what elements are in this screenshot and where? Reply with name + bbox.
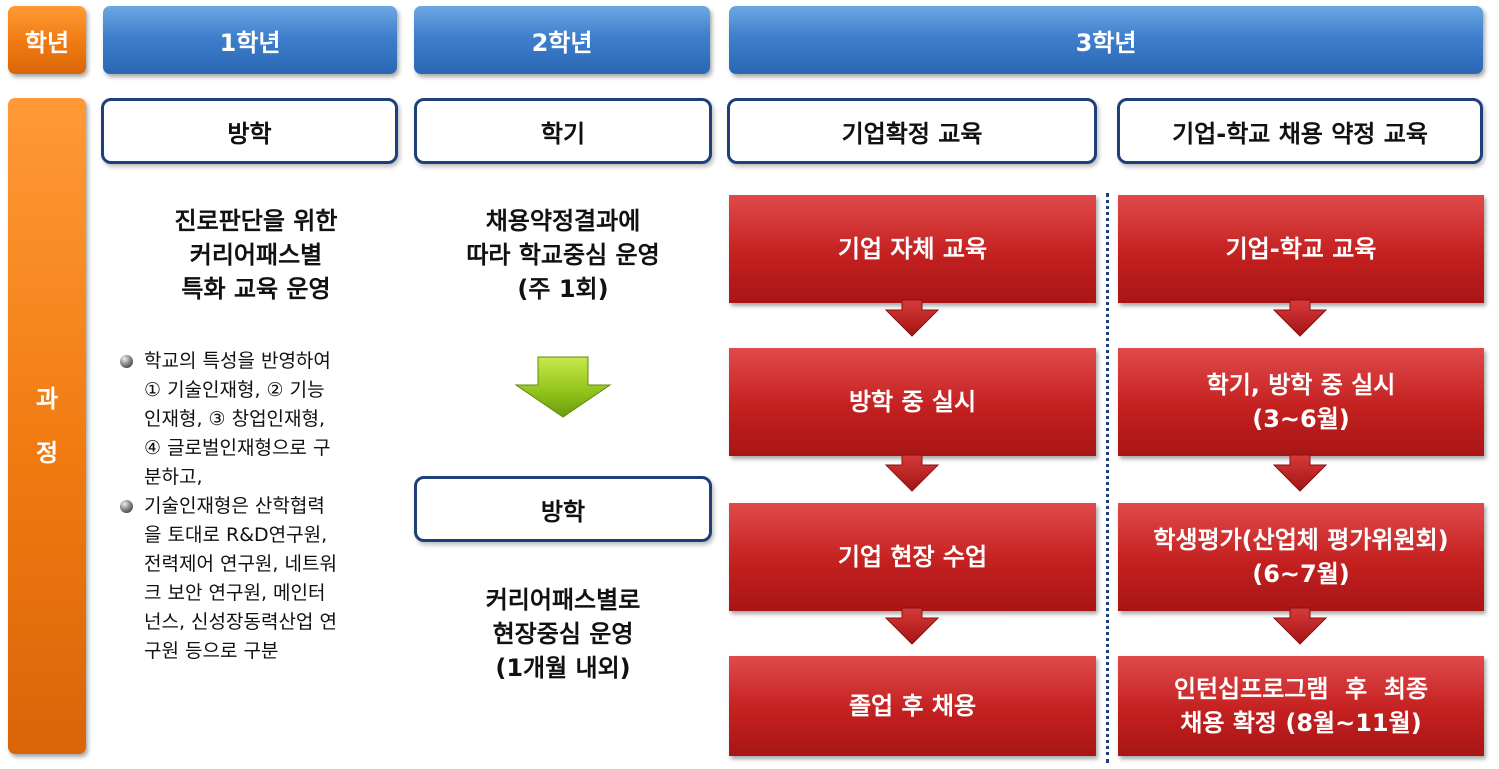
grade2-vacation-line: 커리어패스별로 bbox=[485, 586, 641, 614]
school-step-1: 기업-학교 교육 bbox=[1118, 195, 1484, 303]
grade1-bullet-list: 학교의 특성을 반영하여 ① 기술인재형, ② 기능 인재형, ③ 창업인재형,… bbox=[116, 347, 406, 666]
bullet-line: 전력제어 연구원, 네트워 bbox=[144, 553, 337, 575]
step-text: 인턴십프로그램 후 최종 bbox=[1173, 675, 1429, 703]
grade1-headline-line: 특화 교육 운영 bbox=[181, 275, 331, 303]
school-step-4: 인턴십프로그램 후 최종 채용 확정 (8월~11월) bbox=[1118, 656, 1484, 756]
step-text: 학기, 방학 중 실시 bbox=[1206, 371, 1396, 399]
step-text: 학생평가(산업체 평가위원회) bbox=[1153, 526, 1449, 554]
grade2-semester-line: 채용약정결과에 bbox=[485, 207, 641, 235]
bullet-line: 학교의 특성을 반영하여 bbox=[144, 350, 331, 372]
grade2-vacation-line: (1개월 내외) bbox=[495, 654, 631, 682]
school-step-2: 학기, 방학 중 실시 (3~6월) bbox=[1118, 348, 1484, 456]
bullet-line: 기술인재형은 산학협력 bbox=[144, 495, 325, 517]
bullet-item: 학교의 특성을 반영하여 ① 기술인재형, ② 기능 인재형, ③ 창업인재형,… bbox=[116, 347, 406, 492]
phase-semester-grade2: 학기 bbox=[414, 98, 712, 164]
step-text: (3~6월) bbox=[1252, 405, 1350, 433]
grade1-headline: 진로판단을 위한 커리어패스별 특화 교육 운영 bbox=[101, 204, 411, 306]
school-down-arrow-icon bbox=[1272, 299, 1328, 337]
step-text: 기업 자체 교육 bbox=[837, 235, 988, 263]
grade1-headline-line: 진로판단을 위한 bbox=[174, 207, 338, 235]
grade1-headline-line: 커리어패스별 bbox=[189, 241, 323, 269]
bullet-item: 기술인재형은 산학협력 을 토대로 R&D연구원, 전력제어 연구원, 네트워 … bbox=[116, 492, 406, 666]
process-label: 과 정 bbox=[8, 98, 86, 754]
phase-vacation-grade2: 방학 bbox=[414, 476, 712, 542]
phase-company-school: 기업-학교 채용 약정 교육 bbox=[1117, 98, 1483, 164]
bullet-line: ④ 글로벌인재형으로 구 bbox=[144, 437, 331, 459]
school-down-arrow-icon bbox=[1272, 607, 1328, 645]
bullet-line: 넌스, 신성장동력산업 연 bbox=[144, 611, 337, 633]
grade2-semester-line: (주 1회) bbox=[517, 275, 609, 303]
company-down-arrow-icon bbox=[884, 454, 940, 492]
company-step-4: 졸업 후 채용 bbox=[729, 656, 1096, 756]
company-step-2: 방학 중 실시 bbox=[729, 348, 1096, 456]
process-label-char-1: 과 bbox=[35, 385, 59, 413]
year-header-2: 2학년 bbox=[414, 6, 710, 74]
bullet-line: 구원 등으로 구분 bbox=[144, 640, 279, 662]
step-text: 채용 확정 (8월~11월) bbox=[1180, 709, 1422, 737]
company-step-1: 기업 자체 교육 bbox=[729, 195, 1096, 303]
grade2-vacation-text: 커리어패스별로 현장중심 운영 (1개월 내외) bbox=[414, 583, 712, 685]
column-divider bbox=[1106, 193, 1109, 763]
process-label-char-2: 정 bbox=[35, 439, 59, 467]
year-header-3: 3학년 bbox=[729, 6, 1483, 74]
bullet-dot-icon bbox=[120, 355, 133, 368]
school-step-3: 학생평가(산업체 평가위원회) (6~7월) bbox=[1118, 503, 1484, 611]
year-header-1: 1학년 bbox=[103, 6, 397, 74]
bullet-dot-icon bbox=[120, 500, 133, 513]
company-step-3: 기업 현장 수업 bbox=[729, 503, 1096, 611]
grade2-semester-text: 채용약정결과에 따라 학교중심 운영 (주 1회) bbox=[414, 204, 712, 306]
phase-company-confirmed: 기업확정 교육 bbox=[727, 98, 1097, 164]
grade2-vacation-line: 현장중심 운영 bbox=[492, 620, 634, 648]
bullet-line: 을 토대로 R&D연구원, bbox=[144, 524, 328, 546]
step-text: (6~7월) bbox=[1252, 560, 1350, 588]
down-arrow-green-icon bbox=[514, 356, 612, 418]
grade2-semester-line: 따라 학교중심 운영 bbox=[466, 241, 660, 269]
year-label: 학년 bbox=[8, 6, 86, 74]
step-text: 기업 현장 수업 bbox=[837, 543, 988, 571]
phase-vacation-grade1: 방학 bbox=[101, 98, 398, 164]
company-down-arrow-icon bbox=[884, 299, 940, 337]
bullet-line: 크 보안 연구원, 메인터 bbox=[144, 582, 326, 604]
company-down-arrow-icon bbox=[884, 607, 940, 645]
bullet-line: ① 기술인재형, ② 기능 bbox=[144, 379, 325, 401]
school-down-arrow-icon bbox=[1272, 454, 1328, 492]
bullet-line: 분하고, bbox=[144, 466, 203, 488]
step-text: 방학 중 실시 bbox=[848, 388, 977, 416]
step-text: 기업-학교 교육 bbox=[1225, 235, 1377, 263]
step-text: 졸업 후 채용 bbox=[848, 692, 977, 720]
bullet-line: 인재형, ③ 창업인재형, bbox=[144, 408, 326, 430]
